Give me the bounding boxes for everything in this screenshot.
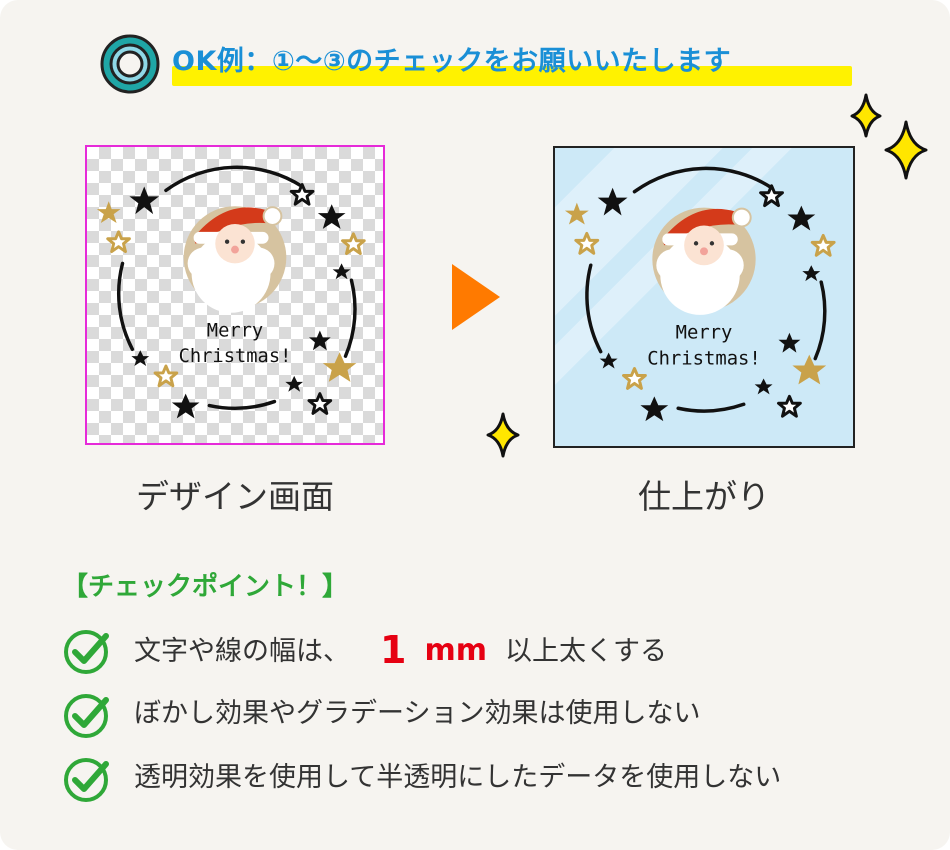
- checkpoint-text: ぼかし効果やグラデーション効果は使用しない: [134, 698, 701, 729]
- star-icon: [309, 330, 331, 351]
- star-icon: [778, 332, 801, 353]
- star-icon: [810, 233, 836, 257]
- wreath-ring: [117, 165, 357, 410]
- star-icon: [597, 187, 628, 216]
- star-icon: [792, 354, 827, 385]
- check-circle-icon: [64, 758, 109, 802]
- merry-text: Merry: [207, 320, 263, 341]
- star-icon: [564, 202, 589, 225]
- star-icon: [640, 396, 669, 422]
- checkpoint-item: 文字や線の幅は、 1 mm 以上太くする: [62, 626, 932, 676]
- checkpoint-text: 文字や線の幅は、 1 mm 以上太くする: [134, 631, 667, 670]
- christmas-text: Christmas!: [647, 348, 761, 370]
- play-arrow-icon: [452, 264, 500, 330]
- star-icon: [322, 352, 357, 382]
- santa-face: [183, 206, 287, 313]
- star-icon: [131, 350, 150, 367]
- line-width-value: 1: [380, 628, 407, 672]
- final-panel-label: 仕上がり: [638, 477, 770, 516]
- star-icon: [289, 183, 315, 206]
- santa-wreath-artwork: Merry Christmas!: [564, 166, 836, 422]
- star-icon: [171, 393, 200, 419]
- line-width-unit: mm: [424, 633, 487, 668]
- design-panel: Merry Christmas!: [85, 145, 385, 445]
- star-icon: [574, 231, 600, 255]
- checkpoint-text: 透明効果を使用して半透明にしたデータを使用しない: [134, 762, 782, 793]
- star-icon: [622, 367, 647, 390]
- star-icon: [129, 186, 160, 215]
- santa-wreath-artwork: Merry Christmas!: [96, 165, 366, 419]
- star-icon: [759, 184, 784, 208]
- check-circle-icon: [64, 694, 109, 738]
- checkpoint-text-post: 以上太くする: [504, 636, 667, 667]
- star-icon: [341, 232, 366, 256]
- page-title-wrap: OK例：①～③のチェックをお願いいたします: [172, 40, 852, 86]
- sparkle-icon: [486, 412, 520, 458]
- star-icon: [96, 201, 121, 223]
- checkpoint-text-pre: 文字や線の幅は、: [134, 636, 350, 667]
- star-icon: [153, 364, 179, 388]
- checkpoint-heading: 【チェックポイント！】: [62, 572, 349, 602]
- wreath-ring: [585, 166, 827, 413]
- christmas-text: Christmas!: [179, 346, 292, 367]
- final-panel: Merry Christmas!: [553, 146, 855, 448]
- star-icon: [599, 352, 618, 369]
- star-icon: [777, 394, 802, 418]
- star-icon: [802, 265, 821, 282]
- checkpoint-item: 透明効果を使用して半透明にしたデータを使用しない: [62, 754, 932, 804]
- star-icon: [307, 392, 333, 415]
- star-icon: [285, 375, 304, 392]
- star-icons: [564, 184, 836, 422]
- title-highlight: [172, 66, 852, 86]
- star-icon: [106, 230, 131, 254]
- star-icon: [332, 263, 351, 280]
- double-ring-icon: [100, 34, 160, 94]
- merry-text: Merry: [676, 322, 733, 344]
- star-icon: [787, 205, 816, 231]
- star-icons: [96, 183, 366, 419]
- page-title: OK例：①～③のチェックをお願いいたします: [172, 46, 732, 77]
- sparkle-icon: [884, 120, 928, 180]
- checkpoint-item: ぼかし効果やグラデーション効果は使用しない: [62, 690, 932, 740]
- star-icon: [754, 378, 773, 395]
- check-circle-icon: [64, 630, 109, 674]
- santa-face: [652, 207, 756, 315]
- star-icon: [317, 204, 346, 229]
- sparkle-icon: [850, 93, 882, 138]
- design-panel-label: デザイン画面: [136, 477, 334, 516]
